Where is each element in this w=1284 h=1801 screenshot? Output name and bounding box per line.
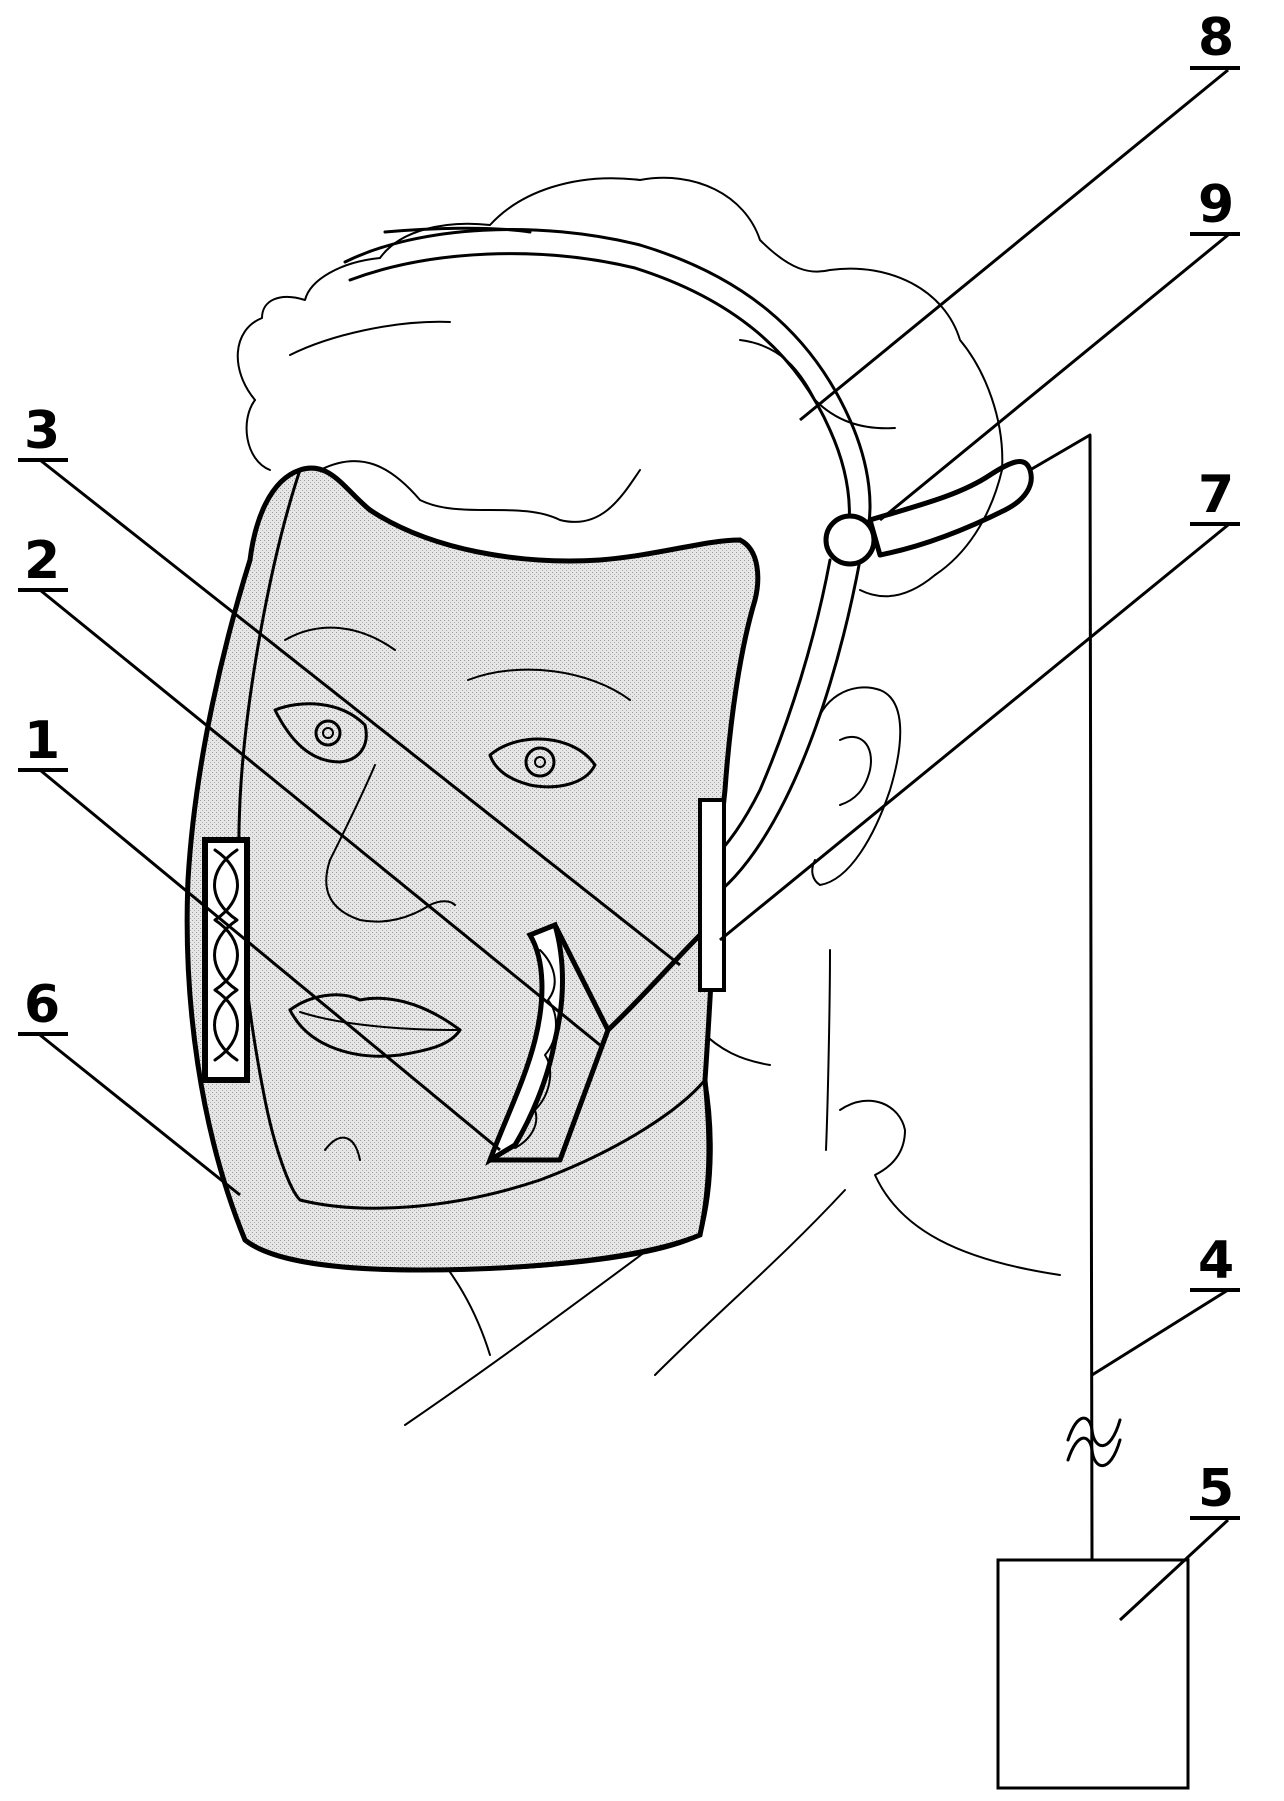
leader-8	[799, 68, 1229, 422]
hair-inner-strand-1	[245, 399, 271, 471]
label-9: 9	[1198, 175, 1234, 235]
jaw-electrode-strip	[485, 921, 565, 1166]
cable-break-symbol	[1066, 1416, 1122, 1468]
shoulder-line-1	[404, 1234, 669, 1426]
electrode-chain-left	[213, 848, 239, 1062]
leader-9	[879, 233, 1229, 522]
shoulder-line-2	[654, 1189, 846, 1376]
label-6: 6	[24, 975, 60, 1035]
side-clip	[698, 798, 726, 992]
right-eye	[273, 702, 368, 764]
face-features	[273, 626, 631, 1161]
reference-numerals: 8 9 7 3 2 1 6 4 5	[18, 8, 1240, 1520]
headband-tail	[383, 226, 532, 234]
leader-4	[1091, 1288, 1229, 1377]
jaw-electrode-chain	[514, 949, 557, 1149]
label-2: 2	[24, 531, 60, 591]
right-pupil	[314, 719, 342, 747]
electrode-array-jaw	[485, 921, 703, 1166]
mask-main	[184, 465, 761, 1273]
hair-inner-strand-3	[319, 460, 641, 523]
hair-inner-strand-2	[289, 320, 451, 356]
left-pupil-core	[534, 756, 546, 768]
headband	[343, 226, 872, 897]
power-box	[996, 1558, 1190, 1790]
label-8: 8	[1198, 8, 1234, 68]
headband-inner	[348, 252, 851, 537]
leader-6	[39, 1033, 241, 1197]
jaw-under-line	[699, 1029, 771, 1066]
hair-inner-strand-5	[859, 574, 936, 598]
jaw-conductor	[487, 922, 703, 1163]
leader-2	[39, 588, 601, 1047]
cable-assembly	[996, 433, 1190, 1790]
leader-7	[719, 523, 1229, 942]
leader-lines	[39, 68, 1230, 1622]
chin	[324, 1136, 361, 1161]
mouth-line	[299, 1011, 461, 1031]
mask-inner-edge	[237, 468, 707, 1210]
upper-lip	[288, 993, 462, 1032]
leader-3	[39, 458, 681, 967]
leader-1	[39, 768, 501, 1152]
label-3: 3	[24, 401, 60, 461]
leader-5	[1118, 1518, 1230, 1622]
ear	[811, 686, 902, 886]
electrode-strip-left	[202, 837, 250, 1083]
label-5: 5	[1198, 1459, 1234, 1519]
hair-inner-strand-4	[739, 339, 896, 430]
headband-outer	[343, 228, 872, 542]
left-eyebrow	[467, 668, 631, 701]
right-pupil-core	[322, 727, 334, 739]
label-4: 4	[1198, 1231, 1234, 1291]
right-eyebrow	[284, 626, 396, 651]
label-1: 1	[24, 711, 60, 771]
left-eye	[488, 737, 597, 789]
electrode-array-left	[202, 837, 250, 1083]
face-mask	[184, 465, 761, 1273]
cable	[1028, 433, 1094, 1562]
hair-outline	[236, 176, 1004, 576]
nose	[325, 764, 456, 923]
neck-back	[825, 949, 831, 1151]
ear-inner	[839, 735, 872, 806]
side-strap-inner	[708, 558, 832, 864]
label-7: 7	[1198, 465, 1234, 525]
lower-lip	[288, 1008, 462, 1058]
neck-collar	[839, 1099, 1061, 1276]
side-strap-outer	[713, 558, 862, 897]
left-pupil	[524, 746, 556, 778]
hinge-joint	[823, 513, 877, 567]
